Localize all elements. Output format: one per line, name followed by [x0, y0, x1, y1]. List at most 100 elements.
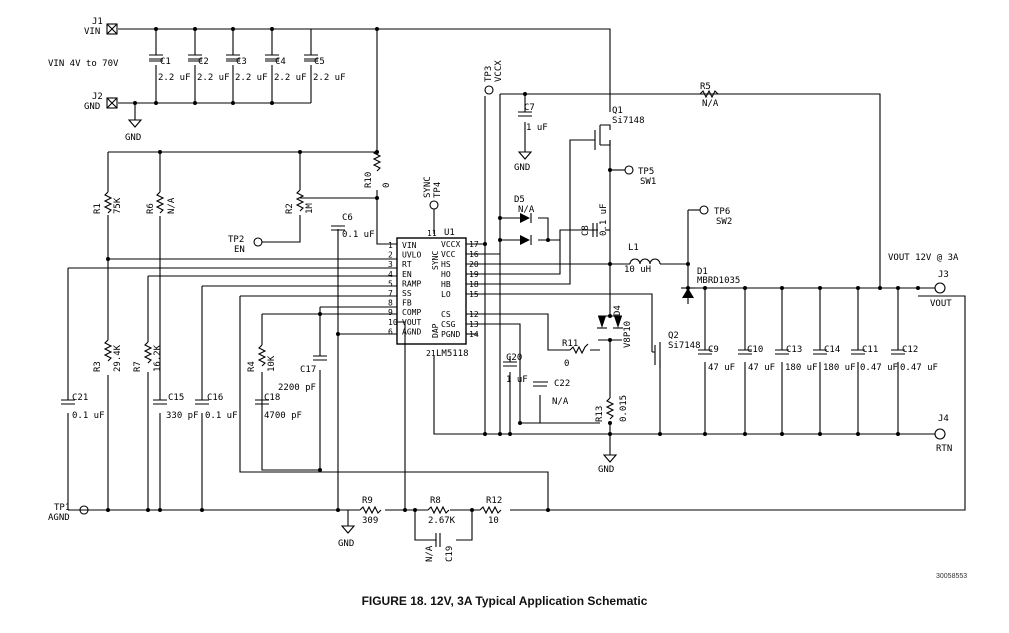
r7-value: 16.2K [153, 344, 163, 372]
ic-u1-pin-ramp-num: 5 [388, 279, 393, 288]
q1-value: Si7148 [612, 116, 645, 126]
c16-ref: C16 [207, 393, 223, 403]
r9-value: 309 [362, 516, 378, 526]
testpoint-tp6[interactable]: TP6 SW2 [699, 205, 732, 227]
r4-ref: R4 [247, 361, 257, 372]
tp3-ref: TP3 [484, 66, 494, 82]
ic-u1-pin-vccx-name: VCCX [441, 240, 460, 249]
c20-ref: C20 [506, 353, 522, 363]
j3-name: VOUT [930, 299, 952, 309]
ic-u1-pin-agnd-name: AGND [402, 327, 421, 336]
ic-u1-pin-cs-num: 12 [469, 310, 479, 319]
ic-u1-pin-rt-name: RT [402, 260, 412, 269]
j2-name: GND [84, 102, 100, 112]
c9-value: 47 uF [708, 363, 735, 373]
vin-range-note: VIN 4V to 70V [48, 59, 119, 69]
c15-ref: C15 [168, 393, 184, 403]
c10-value: 47 uF [748, 363, 775, 373]
testpoint-tp4[interactable]: SYNC TP4 [423, 176, 443, 234]
ic-u1-pin-pgnd-num: 14 [469, 330, 479, 339]
c14-value: 180 uF [823, 363, 856, 373]
c17-ref: C17 [300, 365, 316, 375]
tp6-ref: TP6 [714, 207, 730, 217]
r2-ref: R2 [285, 203, 295, 214]
q2-value: Si7148 [668, 341, 701, 351]
c9-ref: C9 [708, 345, 719, 355]
gnd-label-r13: GND [598, 465, 614, 475]
c2-ref: C2 [198, 57, 209, 67]
tp2-ref: TP2 [228, 235, 244, 245]
c13-ref: C13 [786, 345, 802, 355]
r13-ref: R13 [595, 406, 605, 422]
vout-spec-note: VOUT 12V @ 3A [888, 253, 959, 263]
tp4-name: SYNC [423, 176, 433, 198]
ic-u1-pin-sync-num: 11 [427, 229, 437, 238]
r10-value: 0 [382, 183, 392, 188]
r13-value: 0.015 [619, 395, 629, 422]
r10-ref: R10 [364, 172, 374, 188]
resistor-symbols [103, 89, 719, 515]
r8-value: 2.67K [428, 516, 456, 526]
ic-u1-pin-ss-num: 7 [388, 289, 393, 298]
j4-ref: J4 [938, 414, 949, 424]
c3-value: 2.2 uF [235, 73, 268, 83]
c11-ref: C11 [862, 345, 878, 355]
r1-value: 75K [113, 197, 123, 214]
j4-name: RTN [936, 444, 952, 454]
ic-u1-pin-lo-name: LO [441, 290, 451, 299]
r9-ref: R9 [362, 496, 373, 506]
ic-u1-pin-comp-name: COMP [402, 308, 421, 317]
ic-u1-pin-fb-name: FB [402, 299, 412, 308]
tp5-name: SW1 [640, 177, 656, 187]
junctions [106, 27, 920, 512]
c7-value: 1 uF [526, 123, 548, 133]
testpoint-tp5[interactable]: TP5 SW1 [624, 165, 656, 187]
ic-u1-pin-cs-name: CS [441, 310, 451, 319]
d5-value: N/A [518, 205, 535, 215]
r5-ref: R5 [700, 82, 711, 92]
ic-u1-pin-comp-num: 9 [388, 308, 393, 317]
c21-ref: C21 [72, 393, 88, 403]
c4-value: 2.2 uF [274, 73, 307, 83]
ic-u1-pin-agnd-num: 6 [388, 327, 393, 336]
c15-value: 330 pF [166, 411, 199, 421]
connector-j3[interactable]: J3 VOUT [930, 270, 952, 309]
ic-u1-part: LM5118 [436, 349, 469, 359]
c18-ref: C18 [264, 393, 280, 403]
r3-value: 29.4K [113, 344, 123, 372]
c5-value: 2.2 uF [313, 73, 346, 83]
ic-u1-pin-en-num: 4 [388, 270, 393, 279]
ground-symbols [127, 119, 618, 534]
ic-u1-pin-vout-num: 10 [388, 318, 398, 327]
c16-value: 0.1 uF [205, 411, 238, 421]
c8-value: 0.1 uF [599, 203, 609, 236]
ic-u1-pin-vout-name: VOUT [402, 318, 421, 327]
connector-j4[interactable]: J4 RTN [934, 414, 952, 454]
ic-u1-pin-vin-name: VIN [402, 241, 417, 250]
c14-ref: C14 [824, 345, 840, 355]
c12-value: 0.47 uF [900, 363, 938, 373]
inductor-l1-symbol [629, 258, 661, 265]
q1-ref: Q1 [612, 106, 623, 116]
ic-u1-pin-hb-num: 18 [469, 280, 479, 289]
connector-j1[interactable]: J1 VIN [84, 17, 118, 37]
doc-number: 30058553 [936, 573, 968, 580]
connector-j2[interactable]: J2 GND [84, 92, 118, 112]
testpoint-tp2[interactable]: TP2 EN [228, 235, 263, 255]
ic-u1-pin-vcc-num: 16 [469, 250, 479, 259]
c2-value: 2.2 uF [197, 73, 230, 83]
tp5-ref: TP5 [638, 167, 654, 177]
mosfet-symbols [594, 124, 661, 368]
d4-ref: D4 [613, 305, 623, 316]
c22-ref: C22 [554, 379, 570, 389]
r11-value: 0 [564, 359, 569, 369]
d1-ref: D1 [697, 267, 708, 277]
testpoint-tp1[interactable]: TP1 AGND [48, 503, 89, 523]
testpoint-tp3[interactable]: TP3 VCCX [484, 60, 504, 95]
r3-ref: R3 [93, 361, 103, 372]
ic-u1-pin-sync-name: SYNC [431, 251, 440, 270]
tp2-name: EN [234, 245, 245, 255]
